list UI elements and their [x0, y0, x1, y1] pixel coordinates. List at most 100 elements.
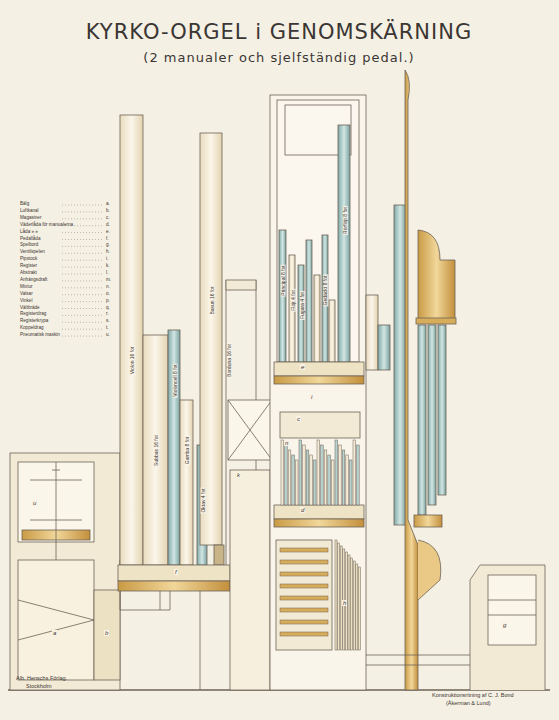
- small-pipe: [280, 584, 328, 588]
- small-pipe: [357, 445, 360, 505]
- signature: Konstruktionsritning af C. J. Bond: [432, 693, 514, 699]
- legend-term: Anhängsdraft: [20, 278, 47, 283]
- legend-letter: m.: [106, 278, 111, 283]
- leader-dots: [62, 246, 104, 247]
- title: KYRKO-ORGEL i GENOMSKÄRNING: [86, 22, 472, 43]
- legend-term: Vältbräde: [20, 306, 40, 311]
- small-pipe: [324, 450, 327, 505]
- leader-dots: [62, 253, 104, 254]
- pipe-name: Subbas 16 fot: [154, 434, 159, 467]
- small-pipe: [346, 455, 349, 505]
- small-pipe: [339, 445, 342, 505]
- leader-dots: [62, 322, 104, 323]
- small-pipe: [335, 440, 338, 505]
- small-pipe: [317, 440, 320, 505]
- leader-dots: [62, 329, 104, 330]
- small-pipe: [306, 450, 309, 505]
- legend-term: Ventilspelen: [20, 250, 45, 255]
- legend-letter: s.: [106, 319, 110, 324]
- legend-term: Koppeldrag: [20, 326, 44, 331]
- small-pipe: [328, 455, 331, 505]
- pipe-name: Flöjt 4 fot: [290, 289, 295, 312]
- legend-term: Abstrakt: [20, 271, 37, 276]
- leader-dots: [62, 280, 104, 281]
- callout-letter: u: [32, 500, 37, 506]
- small-pipe: [331, 460, 334, 505]
- leader-dots: [62, 308, 104, 309]
- legend-letter: e.: [106, 230, 110, 235]
- leader-dots: [62, 211, 104, 212]
- pipe-name: Fugara 4 fot: [300, 291, 305, 320]
- pipe-name: Gamba 8 fot: [185, 435, 190, 465]
- signature: (Åkerman & Lund): [446, 701, 491, 707]
- pipe-name: Borduna 16 fot: [227, 343, 232, 378]
- pipe-name: Violoncell 8 fot: [173, 363, 178, 397]
- leader-dots: [62, 301, 104, 302]
- legend-term: Vinkel: [20, 299, 32, 304]
- small-pipe: [335, 540, 337, 650]
- callout-letter: n: [284, 440, 289, 446]
- pipe-name: Principal 8 fot: [281, 264, 286, 296]
- legend-term: Bälg: [20, 202, 29, 207]
- pipe-name: Rörflöjt 8 fot: [343, 206, 348, 235]
- leader-dots: [62, 260, 104, 261]
- legend-term: Registerkrypa: [20, 319, 48, 324]
- small-pipe: [340, 546, 342, 650]
- pipe-name: Basun 16 fot: [209, 285, 214, 315]
- legend-letter: q.: [106, 306, 110, 311]
- small-pipe: [351, 558, 353, 650]
- legend-term: Pneumatisk maskin: [20, 333, 60, 338]
- small-pipe: [353, 440, 356, 505]
- leader-dots: [62, 232, 104, 233]
- small-pipe: [280, 608, 328, 612]
- legend-term: Låda » »: [20, 230, 38, 235]
- small-pipe: [349, 460, 352, 505]
- callout-letter: f: [174, 569, 178, 575]
- publisher: Stockholm: [26, 684, 52, 690]
- small-pipe: [299, 440, 302, 505]
- small-pipe: [280, 632, 328, 636]
- small-pipe: [310, 455, 313, 505]
- publisher: Alb. Henschs Förlag.: [16, 676, 67, 682]
- pipe-name: Oktav 4 fot: [201, 487, 206, 513]
- callout-letter: b: [104, 630, 109, 636]
- small-pipe: [285, 445, 288, 505]
- small-pipe: [342, 450, 345, 505]
- pipe-name: Violon 16 fot: [130, 345, 135, 375]
- small-pipe: [292, 455, 295, 505]
- small-pipe: [280, 572, 328, 576]
- legend-letter: a.: [106, 202, 110, 207]
- small-pipe: [358, 567, 360, 650]
- callout-letter: a: [52, 630, 57, 636]
- legend-letter: c.: [106, 216, 110, 221]
- small-pipe: [280, 620, 328, 624]
- legend-letter: h.: [106, 250, 110, 255]
- legend-term: Pedallåda: [20, 237, 40, 242]
- leader-dots: [62, 287, 104, 288]
- legend-letter: b.: [106, 209, 110, 214]
- small-pipe: [280, 560, 328, 564]
- legend-letter: u.: [106, 333, 110, 338]
- callout-letter: g: [502, 622, 507, 628]
- legend-letter: p.: [106, 299, 110, 304]
- small-pipe: [353, 561, 355, 650]
- leader-dots: [62, 218, 104, 219]
- legend-letter: n.: [106, 285, 110, 290]
- legend-term: Luftkanal: [20, 209, 39, 214]
- small-pipe: [356, 564, 358, 650]
- leader-dots: [62, 239, 104, 240]
- caption: (2 manualer och sjelfständig pedal.): [143, 51, 414, 64]
- legend-letter: o.: [106, 292, 110, 297]
- legend-term: Magasiner: [20, 216, 41, 221]
- legend-letter: i.: [106, 257, 108, 262]
- legend-letter: f.: [106, 237, 109, 242]
- callout-letter: e: [300, 364, 305, 370]
- legend-letter: d.: [106, 223, 110, 228]
- small-pipe: [321, 445, 324, 505]
- small-pipe: [303, 445, 306, 505]
- leader-dots: [62, 267, 104, 268]
- small-pipe: [280, 548, 328, 552]
- leader-dots: [62, 315, 104, 316]
- legend-term: Registerdrag: [20, 312, 46, 317]
